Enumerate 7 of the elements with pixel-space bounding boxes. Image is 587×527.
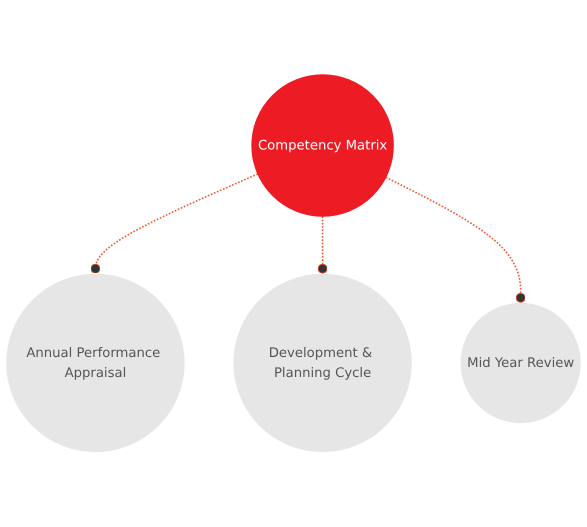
node-circle: Mid Year Review xyxy=(460,303,581,424)
node-circle: Competency Matrix xyxy=(251,74,394,218)
connector xyxy=(90,174,258,274)
node-circle: Development & Planning Cycle xyxy=(233,274,412,452)
node-circle: Annual Performance Appraisal xyxy=(6,274,185,452)
connector xyxy=(386,176,526,304)
connector xyxy=(318,216,328,274)
